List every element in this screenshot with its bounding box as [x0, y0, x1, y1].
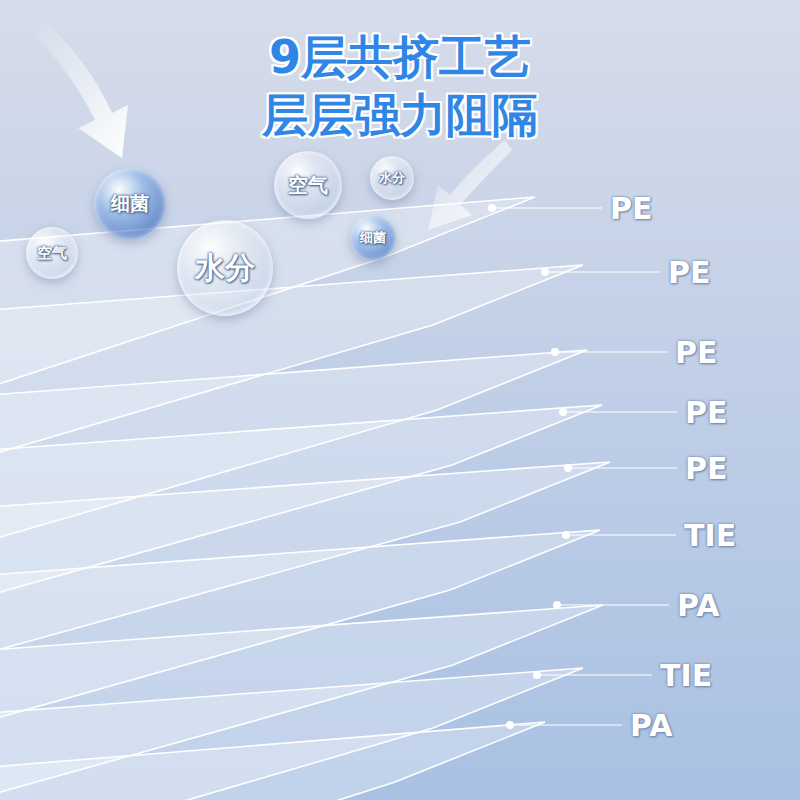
layer-label: PA [677, 588, 719, 623]
leader-line [537, 674, 652, 675]
bubble-node: 水分 [370, 156, 414, 200]
leader-dot [506, 721, 514, 729]
layer-label: TIE [684, 518, 736, 553]
leader-dot [488, 204, 496, 212]
arrow-symbol [30, 22, 128, 158]
leader-line [510, 724, 622, 725]
leader-line [563, 411, 677, 412]
leader-line [492, 207, 602, 208]
layer-label: PE [610, 191, 652, 226]
layer-label: PE [675, 335, 717, 370]
layer-label: PA [630, 708, 672, 743]
bubble-text: 水分 [195, 248, 255, 289]
leader-line [557, 604, 669, 605]
layer-label: PE [668, 255, 710, 290]
bubble-text: 细菌 [111, 191, 149, 217]
title: 9层共挤工艺层层强力阻隔 [0, 28, 800, 144]
title-line: 层层强力阻隔 [0, 86, 800, 144]
leader-dot [541, 268, 549, 276]
bubble-node: 空气 [26, 227, 78, 279]
leader-lines [488, 204, 677, 729]
bubble-text: 空气 [288, 172, 328, 199]
leader-line [545, 271, 660, 272]
layer-label: TIE [660, 658, 712, 693]
bubble-node: 水分 [177, 220, 273, 316]
layer-label: PE [685, 395, 727, 430]
leader-dot [551, 348, 559, 356]
leader-dot [559, 408, 567, 416]
leader-dot [562, 531, 570, 539]
bubble-text: 水分 [379, 169, 405, 187]
leader-line [566, 534, 676, 535]
title-line: 9层共挤工艺 [0, 28, 800, 86]
film-layers [0, 197, 610, 800]
layer-label: PE [685, 451, 727, 486]
leader-line [568, 467, 677, 468]
arrow-symbol [428, 140, 512, 230]
bubble-node: 细菌 [94, 168, 166, 240]
bubble-text: 细菌 [360, 229, 386, 247]
leader-dot [564, 464, 572, 472]
leader-dot [553, 601, 561, 609]
bubble-node: 空气 [274, 151, 342, 219]
bubble-text: 空气 [37, 244, 67, 263]
film-sheet [0, 722, 545, 800]
bubble-node: 细菌 [350, 215, 396, 261]
leader-line [555, 351, 667, 352]
leader-dot [533, 671, 541, 679]
